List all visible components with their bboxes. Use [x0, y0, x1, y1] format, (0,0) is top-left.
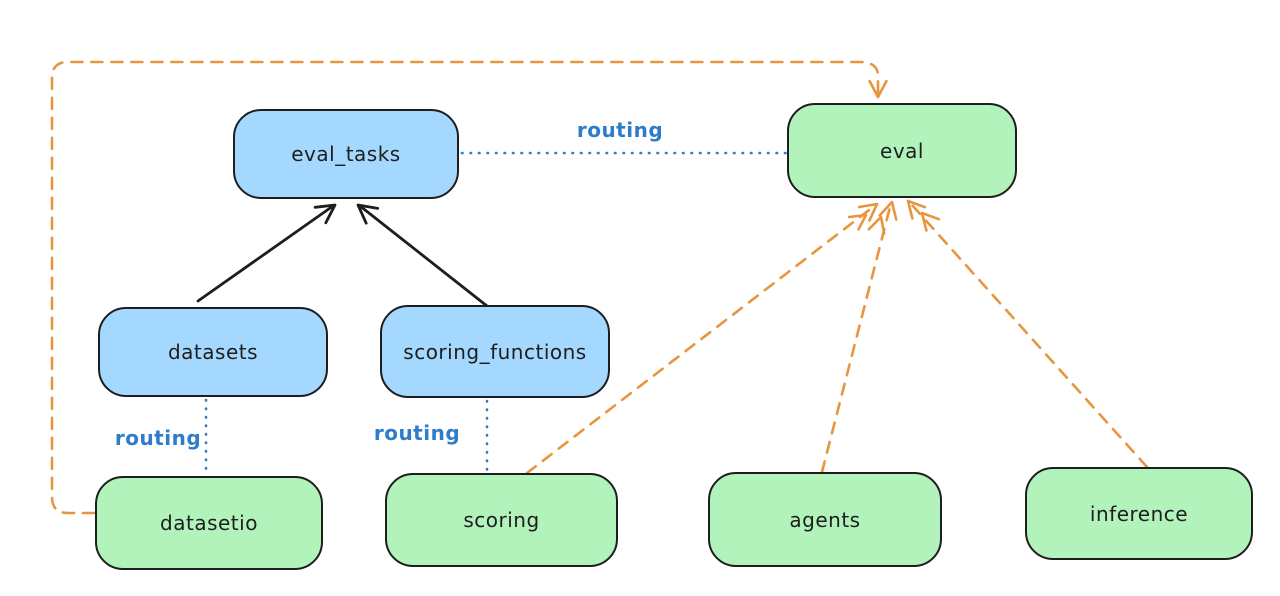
edge-agents-to-eval — [820, 200, 898, 474]
node-scoring: scoring — [385, 473, 618, 567]
arrowhead-icon — [356, 203, 380, 225]
arrowhead-icon — [920, 211, 941, 232]
node-scoring-label: scoring — [463, 508, 540, 532]
edge-line — [358, 204, 489, 308]
node-eval: eval — [787, 103, 1017, 198]
edge-line — [196, 204, 335, 303]
edge-line — [525, 205, 875, 475]
node-agents: agents — [708, 472, 942, 567]
node-inference: inference — [1025, 467, 1253, 560]
edge-line — [910, 203, 1149, 469]
node-eval-label: eval — [880, 138, 924, 163]
arrowhead-icon — [857, 202, 879, 222]
edge-line — [50, 60, 880, 515]
edge-scoring-functions-to-eval-tasks — [356, 203, 489, 308]
arrowhead-icon — [847, 213, 868, 231]
routing-label-eval-tasks-eval: routing — [576, 118, 664, 142]
routing-label-datasets-datasetio: routing — [114, 426, 202, 450]
edge-datasets-to-eval-tasks — [196, 203, 337, 303]
arrowhead-icon — [867, 215, 886, 235]
node-scoring-functions-label: scoring_functions — [403, 339, 587, 364]
edge-inference-to-eval — [906, 199, 1149, 469]
node-datasets: datasets — [98, 307, 328, 397]
node-inference-label: inference — [1089, 501, 1189, 526]
node-datasetio-label: datasetio — [160, 511, 258, 535]
node-agents-label: agents — [789, 507, 861, 532]
edge-datasetio-to-eval — [50, 60, 888, 515]
edge-line — [820, 205, 892, 474]
node-eval-tasks: eval_tasks — [233, 109, 459, 199]
node-scoring-functions: scoring_functions — [380, 305, 610, 398]
arrowhead-icon — [313, 203, 337, 225]
routing-label-scoring-functions-scoring: routing — [373, 421, 461, 445]
arrowhead-icon — [878, 200, 898, 221]
arrowhead-icon — [868, 79, 888, 99]
edge-scoring-to-eval — [525, 202, 879, 475]
arrowhead-icon — [906, 199, 927, 220]
node-eval-tasks-label: eval_tasks — [291, 142, 401, 166]
node-datasetio: datasetio — [95, 476, 323, 570]
node-datasets-label: datasets — [167, 340, 259, 364]
